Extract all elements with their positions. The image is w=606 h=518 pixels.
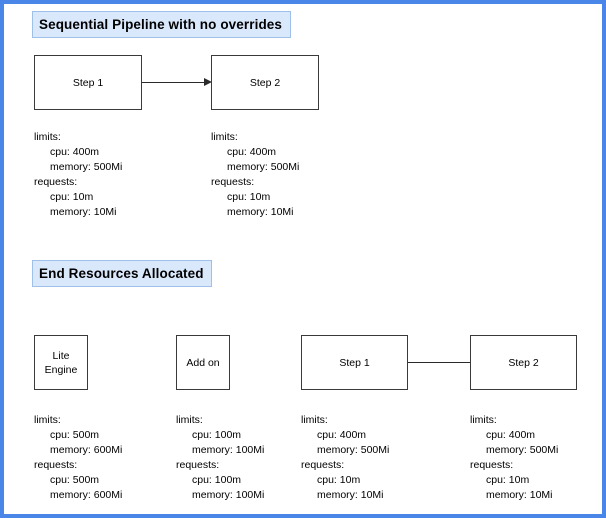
spec-limits-memory: memory: 500Mi bbox=[317, 444, 390, 456]
node-step-2-sequential[interactable]: Step 2 bbox=[211, 55, 319, 110]
spec-limits-cpu: cpu: 400m bbox=[486, 429, 536, 441]
spec-block-add-on: limits: cpu: 100m memory: 100Mi requests… bbox=[176, 413, 264, 503]
spec-limits-label: limits: bbox=[301, 414, 328, 426]
spec-requests-cpu: cpu: 500m bbox=[50, 474, 100, 486]
spec-requests-label: requests: bbox=[176, 459, 220, 471]
node-lite-engine[interactable]: Lite Engine bbox=[34, 335, 88, 390]
diagram-inner-surface: Sequential Pipeline with no overrides St… bbox=[4, 4, 602, 514]
spec-limits-memory: memory: 500Mi bbox=[486, 444, 559, 456]
node-label: Lite Engine bbox=[44, 349, 78, 376]
arrow-shaft bbox=[408, 362, 470, 363]
spec-requests-label: requests: bbox=[211, 176, 255, 188]
spec-requests-cpu: cpu: 10m bbox=[227, 191, 271, 203]
spec-requests-memory: memory: 600Mi bbox=[50, 489, 123, 501]
section-title-sequential-pipeline: Sequential Pipeline with no overrides bbox=[32, 11, 291, 38]
spec-requests-memory: memory: 10Mi bbox=[317, 489, 384, 501]
arrow-shaft bbox=[142, 82, 204, 83]
spec-limits-label: limits: bbox=[34, 131, 61, 143]
arrow-step1-to-step2-end-resources bbox=[408, 358, 478, 367]
spec-limits-cpu: cpu: 100m bbox=[192, 429, 242, 441]
node-label: Step 2 bbox=[508, 356, 539, 369]
spec-block-step-1-end-resources: limits: cpu: 400m memory: 500Mi requests… bbox=[301, 413, 389, 503]
spec-limits-cpu: cpu: 400m bbox=[317, 429, 367, 441]
spec-requests-cpu: cpu: 10m bbox=[486, 474, 530, 486]
spec-limits-cpu: cpu: 500m bbox=[50, 429, 100, 441]
spec-limits-label: limits: bbox=[470, 414, 497, 426]
section-title-end-resources-allocated: End Resources Allocated bbox=[32, 260, 212, 287]
node-label: Step 1 bbox=[72, 76, 104, 89]
node-step-2-end-resources[interactable]: Step 2 bbox=[470, 335, 577, 390]
spec-requests-label: requests: bbox=[301, 459, 345, 471]
spec-limits-label: limits: bbox=[34, 414, 61, 426]
spec-requests-memory: memory: 10Mi bbox=[486, 489, 553, 501]
spec-limits-memory: memory: 500Mi bbox=[227, 161, 300, 173]
spec-block-step-2-sequential: limits: cpu: 400m memory: 500Mi requests… bbox=[211, 130, 299, 220]
spec-requests-label: requests: bbox=[34, 176, 78, 188]
node-add-on[interactable]: Add on bbox=[176, 335, 230, 390]
arrow-head bbox=[204, 78, 212, 86]
node-label: Step 1 bbox=[339, 356, 370, 369]
spec-block-step-1-sequential: limits: cpu: 400m memory: 500Mi requests… bbox=[34, 130, 122, 220]
spec-requests-memory: memory: 10Mi bbox=[227, 206, 294, 218]
node-label: Step 2 bbox=[249, 76, 281, 89]
spec-requests-cpu: cpu: 10m bbox=[317, 474, 361, 486]
node-step-1-sequential[interactable]: Step 1 bbox=[34, 55, 142, 110]
node-label: Add on bbox=[186, 356, 220, 369]
arrow-step1-to-step2-sequential bbox=[142, 78, 212, 87]
spec-requests-memory: memory: 100Mi bbox=[192, 489, 265, 501]
spec-limits-cpu: cpu: 400m bbox=[227, 146, 277, 158]
spec-limits-label: limits: bbox=[211, 131, 238, 143]
spec-requests-memory: memory: 10Mi bbox=[50, 206, 117, 218]
spec-limits-memory: memory: 100Mi bbox=[192, 444, 265, 456]
spec-limits-memory: memory: 500Mi bbox=[50, 161, 123, 173]
spec-requests-label: requests: bbox=[470, 459, 514, 471]
node-step-1-end-resources[interactable]: Step 1 bbox=[301, 335, 408, 390]
spec-limits-label: limits: bbox=[176, 414, 203, 426]
spec-block-lite-engine: limits: cpu: 500m memory: 600Mi requests… bbox=[34, 413, 122, 503]
spec-requests-label: requests: bbox=[34, 459, 78, 471]
spec-requests-cpu: cpu: 100m bbox=[192, 474, 242, 486]
spec-limits-memory: memory: 600Mi bbox=[50, 444, 123, 456]
spec-block-step-2-end-resources: limits: cpu: 400m memory: 500Mi requests… bbox=[470, 413, 558, 503]
spec-requests-cpu: cpu: 10m bbox=[50, 191, 94, 203]
spec-limits-cpu: cpu: 400m bbox=[50, 146, 100, 158]
